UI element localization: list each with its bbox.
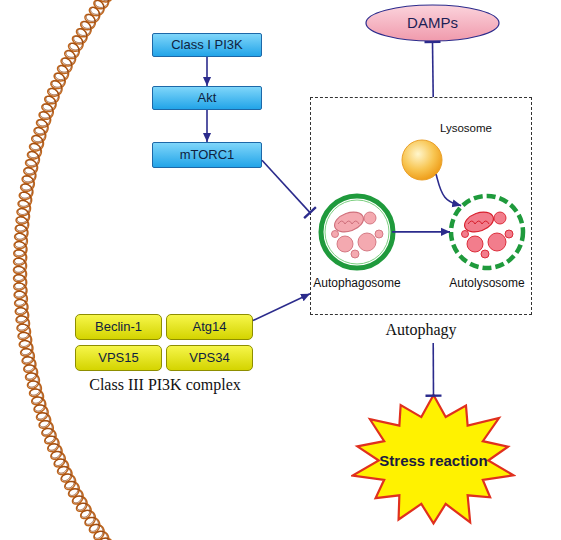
cargo-particle: [375, 230, 383, 238]
cargo-particle: [332, 231, 339, 238]
coil-strand: [14, 0, 114, 540]
cargo-particle: [494, 212, 506, 224]
node-text: Autolysosome: [444, 277, 530, 291]
signal-box: Akt: [152, 86, 262, 110]
autophagosome-node: Autophagosome: [312, 193, 402, 298]
activation-arrow: [436, 174, 461, 205]
complex-subunit-box: Beclin-1: [75, 314, 162, 340]
mitochondrion-cristae: [468, 221, 489, 224]
cargo-particle: [462, 231, 469, 238]
node-text: Atg14: [193, 320, 227, 335]
activation-arrow: [253, 294, 310, 321]
signal-box: mTORC1: [152, 142, 262, 168]
node-text: VPS15: [98, 351, 138, 366]
node-text: Class I PI3K: [171, 38, 243, 53]
node-text: VPS34: [189, 351, 229, 366]
starburst-shape: [353, 395, 514, 523]
autophagy-region: Autophagy LysosomeAutophagosome Autolysoso…: [310, 97, 532, 343]
complex-subunit-box: VPS34: [166, 345, 253, 371]
membrane-coil: [14, 0, 114, 540]
cargo-particle: [358, 233, 376, 251]
complex-subunit-box: VPS15: [75, 345, 162, 371]
inhibition-line: [432, 343, 434, 396]
cargo-particle: [481, 250, 489, 258]
inhibition-line: [432, 42, 434, 97]
autolysosome-node: Autolysosome: [444, 193, 530, 298]
vesicle-membrane: [321, 196, 393, 268]
group-caption: Class III PI3K complex: [70, 376, 260, 394]
activation-arrow: [206, 110, 208, 142]
inhibition-line: [262, 160, 310, 212]
lysosome-circle: [402, 140, 442, 180]
node-text: Autophagy: [310, 321, 532, 339]
damps-ellipse: DAMPs: [365, 4, 500, 42]
complex-subunit-box: Atg14: [166, 314, 253, 340]
cargo-particle: [505, 230, 513, 238]
inner-membrane: [325, 200, 389, 264]
stress-starburst: Stress reaction: [351, 393, 516, 528]
activation-arrow: [206, 57, 208, 86]
vesicle-drawing: [444, 193, 530, 273]
node-text: mTORC1: [180, 148, 235, 163]
cargo-particle: [488, 233, 506, 251]
node-text: Beclin-1: [95, 320, 142, 335]
vesicle-drawing: [312, 193, 402, 273]
vesicle-cargo: [462, 208, 514, 258]
activation-arrow: [392, 231, 450, 233]
mitochondrion-cristae: [338, 221, 359, 224]
node-text: Stress reaction: [379, 452, 487, 469]
signal-box: Class I PI3K: [152, 33, 262, 57]
cargo-particle: [351, 250, 359, 258]
node-text: DAMPs: [407, 14, 458, 31]
cargo-particle: [467, 236, 483, 252]
cargo-particle: [337, 236, 353, 252]
node-text: Lysosome: [436, 122, 496, 135]
lysosome-node: Lysosome: [400, 122, 495, 182]
node-text: Autophagosome: [312, 277, 402, 291]
vesicle-cargo: [332, 208, 384, 258]
ellipse-shape: [366, 5, 499, 41]
vesicle-membrane: [451, 196, 523, 268]
cargo-particle: [364, 212, 376, 224]
node-text: Akt: [198, 91, 217, 106]
coil-strand: [15, 0, 113, 540]
